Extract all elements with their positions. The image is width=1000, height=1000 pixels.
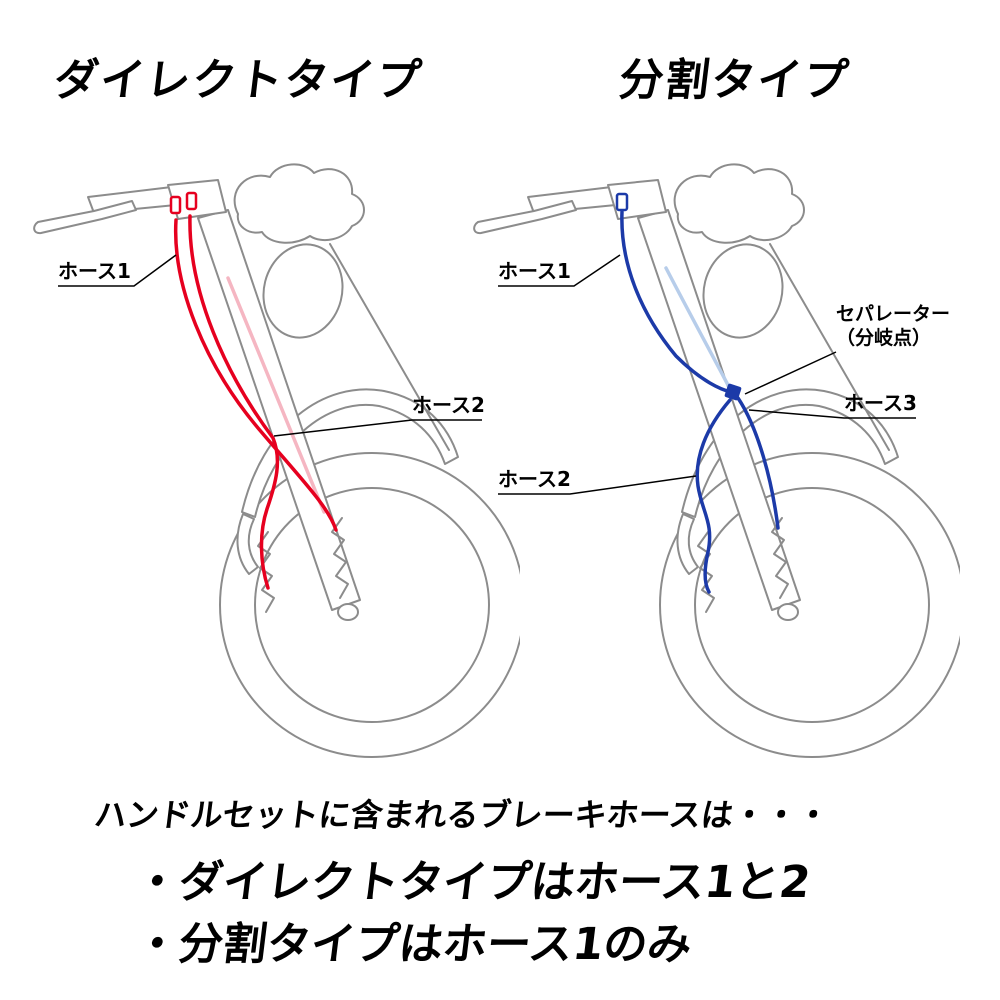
banjo-fitting-1 xyxy=(615,192,629,212)
label-separator-line2: （分岐点） xyxy=(836,326,931,349)
hose2-path xyxy=(695,398,732,594)
split-hose-group xyxy=(615,192,780,594)
leader-line-separator xyxy=(744,351,837,395)
split-hose-faint-group xyxy=(664,266,731,389)
panel-direct: ホース1 ホース2 xyxy=(30,160,520,800)
label-hose1: ホース1 xyxy=(58,259,131,283)
label-hose2: ホース2 xyxy=(412,393,485,417)
leader-line-hose1 xyxy=(58,254,177,287)
leader-line-hose3 xyxy=(748,409,916,419)
bike-diagram-direct: ホース1 ホース2 xyxy=(33,163,520,759)
direct-hose-faint-group xyxy=(226,276,326,514)
direct-hose-group xyxy=(169,191,338,590)
footer-bullets: ・ダイレクトタイプはホース1と2 ・分割タイプはホース1のみ xyxy=(132,852,813,976)
direct-labels: ホース1 ホース2 xyxy=(58,254,485,437)
bullet-split-text: ・分割タイプはホース1のみ xyxy=(131,919,695,970)
hose2-path xyxy=(188,214,280,590)
title-split-text: 分割タイプ xyxy=(616,55,853,106)
leader-line-hose2 xyxy=(273,419,482,437)
hose1-path xyxy=(620,210,733,394)
label-separator-line1: セパレーター xyxy=(836,303,950,325)
title-direct: ダイレクトタイプ xyxy=(51,44,425,108)
footer-intro-text: ハンドルセットに含まれるブレーキホースは・・・ xyxy=(92,796,832,834)
bullet-direct-text: ・ダイレクトタイプはホース1と2 xyxy=(131,857,814,908)
leader-line-hose2 xyxy=(498,475,697,495)
leader-line-hose1 xyxy=(498,254,621,287)
bike-diagram-split: ホース1 セパレーター （分岐点） ホース3 ホース2 xyxy=(473,163,960,759)
hose1-path xyxy=(173,218,338,532)
title-split: 分割タイプ xyxy=(616,44,852,108)
bullet-direct: ・ダイレクトタイプはホース1と2 xyxy=(132,852,813,914)
title-direct-text: ダイレクトタイプ xyxy=(51,55,426,106)
hose-inside-fork xyxy=(664,266,731,389)
split-labels: ホース1 セパレーター （分岐点） ホース3 ホース2 xyxy=(498,254,950,495)
banjo-fitting-1 xyxy=(169,195,182,215)
separator-block xyxy=(724,383,742,401)
bullet-split: ・分割タイプはホース1のみ xyxy=(132,914,810,976)
banjo-fitting-2 xyxy=(185,191,198,211)
bike-outline-split xyxy=(473,163,960,759)
hose-behind-fork xyxy=(226,276,326,514)
label-hose2: ホース2 xyxy=(498,467,571,491)
label-hose3: ホース3 xyxy=(844,391,917,415)
hose3-path xyxy=(736,396,780,530)
footer-intro: ハンドルセットに含まれるブレーキホースは・・・ xyxy=(92,790,832,836)
panel-split: ホース1 セパレーター （分岐点） ホース3 ホース2 xyxy=(470,160,960,800)
label-hose1: ホース1 xyxy=(498,259,571,283)
